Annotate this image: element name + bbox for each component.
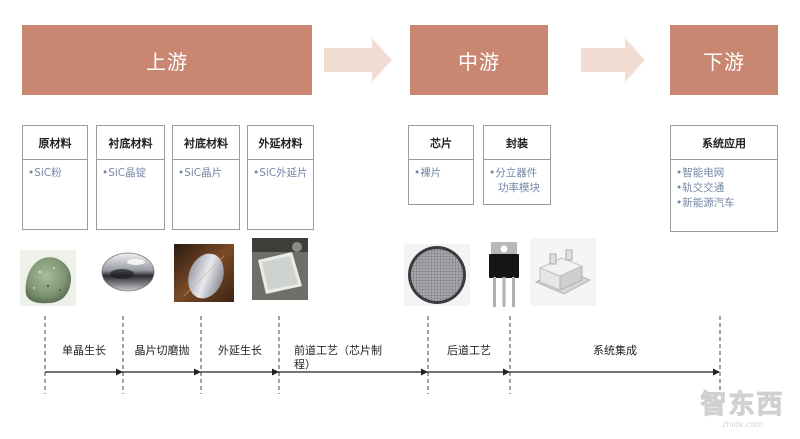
process-step-epitaxy: 外延生长 — [218, 344, 262, 357]
segment-items: •SiC晶锭 — [97, 160, 164, 187]
segment-items: •SiC外延片 — [248, 160, 313, 187]
sic-powder-photo — [20, 250, 76, 306]
die-wafer-photo — [404, 244, 470, 306]
process-step-wafering: 晶片切磨抛 — [134, 344, 190, 357]
flow-arrow-icon — [581, 38, 645, 82]
segment-title: 衬底材料 — [173, 126, 239, 160]
stage-midstream: 中游 — [410, 25, 548, 95]
segment-title: 衬底材料 — [97, 126, 164, 160]
power-module-photo — [530, 238, 596, 306]
watermark-logo-text: 智东西 — [700, 390, 785, 421]
sic-wafer-photo — [174, 244, 234, 302]
segment-packaging: 封装 •分立器件 功率模块 — [483, 125, 551, 205]
watermark-logo: 智东西 zhidx.com — [690, 390, 795, 430]
segment-substrate-wafer: 衬底材料 •SiC晶片 — [172, 125, 240, 230]
segment-items: •SiC晶片 — [173, 160, 239, 187]
segment-title: 外延材料 — [248, 126, 313, 160]
segment-items: •智能电网 •轨交交通 •新能源汽车 — [671, 160, 777, 217]
segment-item: •分立器件 — [489, 167, 538, 179]
segment-title: 芯片 — [409, 126, 473, 160]
segment-item: •新能源汽车 — [676, 197, 735, 209]
segment-item: •SiC晶锭 — [102, 167, 147, 179]
segment-items: •分立器件 功率模块 — [484, 160, 550, 202]
segment-item: •SiC外延片 — [253, 167, 308, 179]
segment-item: •轨交交通 — [676, 182, 725, 194]
segment-items: •裸片 — [409, 160, 473, 187]
timeline-dividers — [44, 316, 721, 394]
stage-downstream: 下游 — [670, 25, 778, 95]
segment-item: •智能电网 — [676, 167, 725, 179]
segment-epitaxy: 外延材料 •SiC外延片 — [247, 125, 314, 230]
segment-item: 功率模块 — [498, 182, 540, 194]
segment-title: 系统应用 — [671, 126, 777, 160]
discrete-device-photo — [489, 242, 519, 307]
segment-title: 封装 — [484, 126, 550, 160]
process-timeline — [44, 316, 721, 394]
flow-arrow-icon — [324, 38, 392, 82]
segment-application: 系统应用 •智能电网 •轨交交通 •新能源汽车 — [670, 125, 778, 232]
segment-raw-material: 原材料 •SiC粉 — [22, 125, 88, 230]
sic-epi-wafer-photo — [252, 238, 308, 300]
segment-item: •SiC晶片 — [178, 167, 223, 179]
segment-item: •SiC粉 — [28, 167, 62, 179]
stage-upstream: 上游 — [22, 25, 312, 95]
process-step-system-integration: 系统集成 — [593, 344, 637, 357]
segment-chip: 芯片 •裸片 — [408, 125, 474, 205]
sic-ingot-photo — [101, 252, 155, 292]
segment-substrate-ingot: 衬底材料 •SiC晶锭 — [96, 125, 165, 230]
process-step-front-end: 前道工艺（芯片制程） — [294, 344, 382, 371]
segment-item: •裸片 — [414, 167, 442, 179]
timeline-arrowheads — [116, 368, 720, 376]
process-step-back-end: 后道工艺 — [447, 344, 491, 357]
process-step-crystal-growth: 单晶生长 — [62, 344, 106, 357]
segment-items: •SiC粉 — [23, 160, 87, 187]
watermark-site: zhidx.com — [722, 420, 763, 429]
segment-title: 原材料 — [23, 126, 87, 160]
